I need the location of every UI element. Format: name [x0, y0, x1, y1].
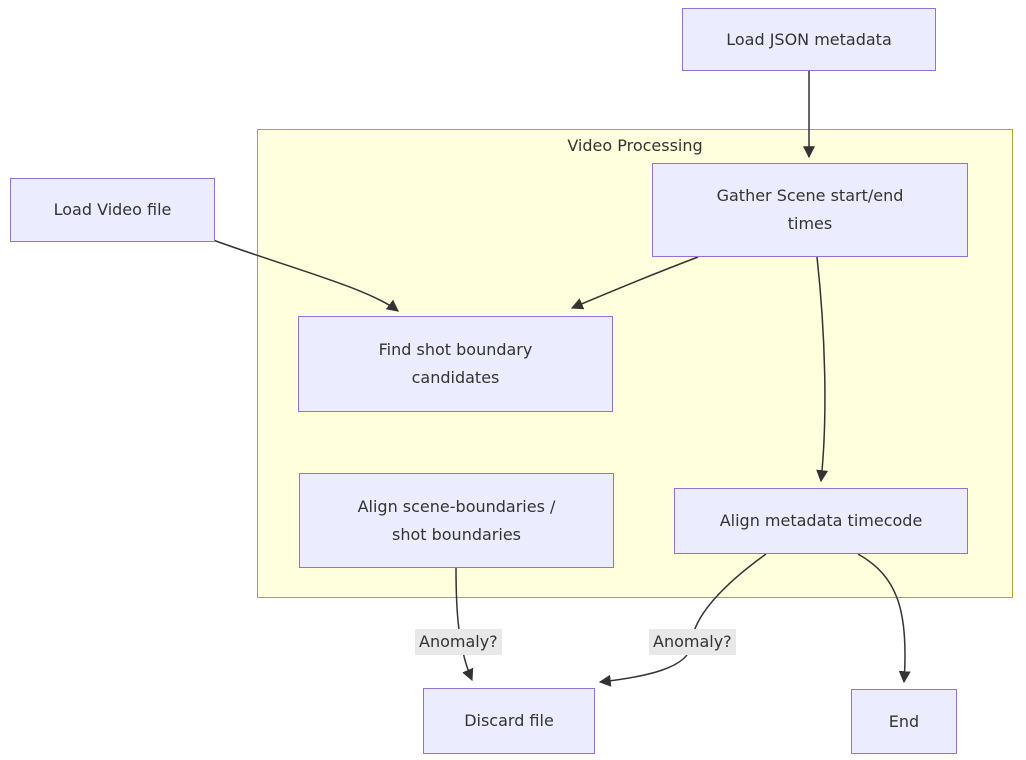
- node-label: Gather Scene start/end times: [716, 186, 904, 233]
- node-load-video-file: Load Video file: [10, 178, 215, 242]
- node-load-json-metadata: Load JSON metadata: [682, 8, 936, 71]
- node-align-scene-shot-boundaries: Align scene-boundaries / shot boundaries: [299, 473, 614, 568]
- cluster-title: Video Processing: [567, 136, 703, 155]
- node-find-shot-boundary-candidates: Find shot boundary candidates: [298, 316, 613, 412]
- node-label: Discard file: [464, 711, 554, 730]
- node-label: Align metadata timecode: [719, 511, 923, 530]
- node-label: Load JSON metadata: [726, 29, 892, 49]
- node-gather-scene-times: Gather Scene start/end times: [652, 163, 968, 257]
- edge-label-anomaly-right: Anomaly?: [649, 629, 736, 655]
- node-label: End: [888, 711, 920, 731]
- node-discard-file: Discard file: [423, 688, 595, 754]
- node-label: Find shot boundary candidates: [378, 340, 533, 387]
- node-end: End: [851, 689, 957, 754]
- node-label: Load Video file: [53, 200, 172, 219]
- node-align-metadata-timecode: Align metadata timecode: [674, 488, 968, 554]
- edge-label-anomaly-left: Anomaly?: [415, 629, 502, 655]
- node-label: Align scene-boundaries / shot boundaries: [357, 496, 556, 544]
